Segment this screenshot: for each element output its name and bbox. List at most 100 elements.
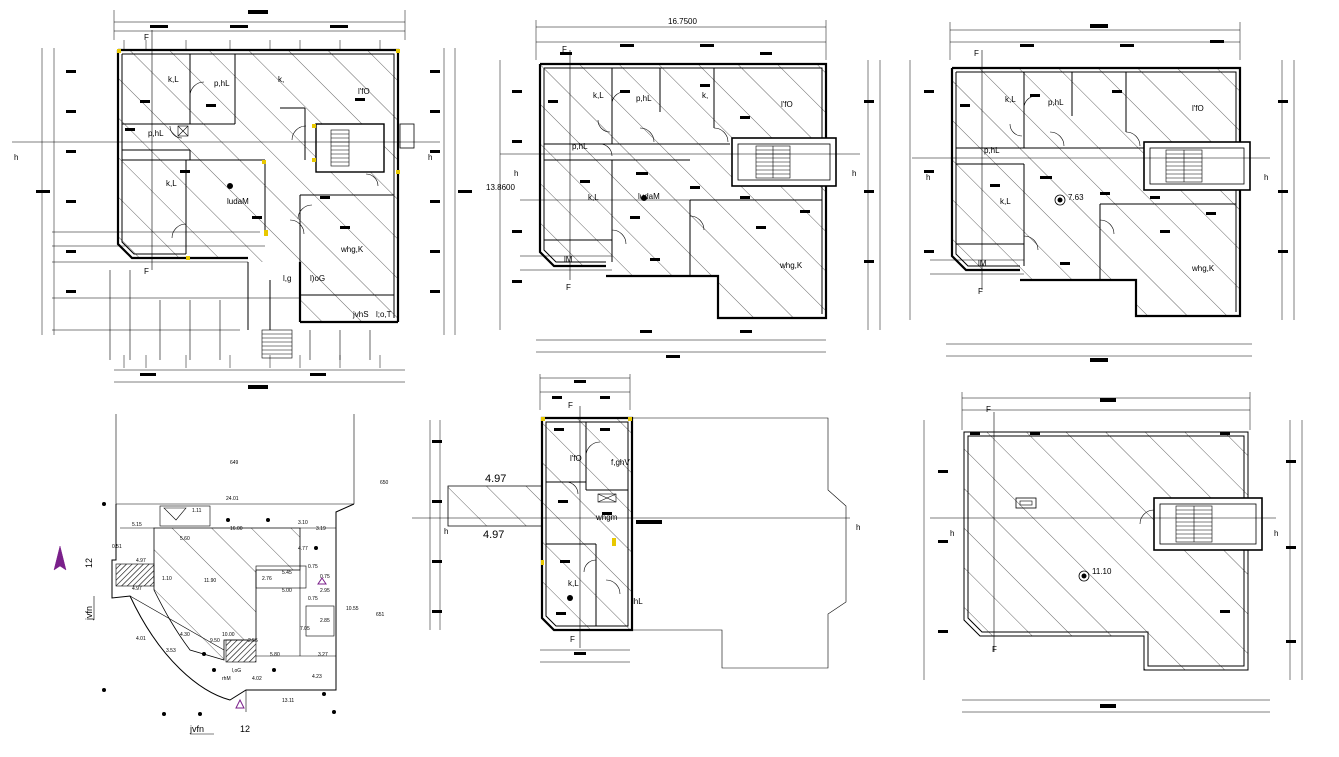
site-dim: 4.01 — [136, 636, 146, 642]
section-marker: F — [974, 49, 979, 58]
site-dim: 0.51 — [112, 544, 122, 550]
room-label: k, — [278, 75, 284, 84]
site-dim: 9.50 — [210, 638, 220, 644]
section-marker: F — [562, 45, 567, 54]
site-dim: 4.02 — [252, 676, 262, 682]
roof-plan: 11.10 F F h h — [923, 392, 1303, 713]
section-marker: h — [428, 153, 432, 162]
section-marker: F — [986, 405, 991, 414]
entrance-icon — [317, 577, 327, 585]
room-label: p,hL — [984, 146, 1000, 155]
section-marker: h — [856, 523, 860, 532]
section-marker: F — [570, 635, 575, 644]
site-dim: 0.75 — [320, 574, 330, 580]
plot-number: 650 — [380, 480, 389, 486]
section-marker: F — [568, 401, 573, 410]
site-dim: 2.85 — [320, 618, 330, 624]
room-label: l;o,T — [376, 310, 392, 319]
site-dim: 2.55 — [248, 638, 258, 644]
site-dim: 4.30 — [180, 632, 190, 638]
road-label: jvfn — [189, 724, 204, 734]
room-label: lM — [564, 255, 573, 264]
site-dim: 10.00 — [222, 632, 235, 638]
room-label: l,oG — [232, 668, 241, 674]
section-marker: h — [950, 529, 954, 538]
section-marker: h — [852, 169, 856, 178]
site-dim: 5.80 — [270, 652, 280, 658]
section-marker: F — [144, 267, 149, 276]
site-dim: 3.19 — [316, 526, 326, 532]
site-dim: 4.97 — [132, 586, 142, 592]
site-dim: 10.55 — [346, 606, 359, 612]
section-marker: F — [992, 645, 997, 654]
first-floor-plan: 16.7500 13.8600 — [486, 17, 881, 358]
floor-level: 7.63 — [1068, 193, 1084, 202]
room-label: p,hL — [148, 129, 164, 138]
section-marker: h — [444, 527, 448, 536]
room-label: ludaM — [638, 192, 660, 201]
plot-number: 651 — [376, 612, 385, 618]
room-label: ludaM — [227, 197, 249, 206]
room-label: rhM — [222, 676, 231, 682]
site-dim: 3.10 — [298, 520, 308, 526]
road-width: 12 — [240, 724, 250, 734]
overall-width: 16.7500 — [668, 17, 697, 26]
room-label: whgm — [595, 513, 618, 522]
section-marker: h — [14, 153, 18, 162]
plot-number: 649 — [230, 460, 239, 466]
room-label: p,hL — [1048, 98, 1064, 107]
section-marker: F — [144, 33, 149, 42]
site-dim: 0.75 — [308, 564, 318, 570]
site-dim: 5.45 — [282, 570, 292, 576]
extension-dim: 4.97 — [485, 473, 506, 485]
roof-level: 11.10 — [1092, 567, 1112, 576]
site-dim: 0.75 — [308, 596, 318, 602]
room-label: l'fO — [781, 100, 793, 109]
room-label: jvhS — [352, 310, 369, 319]
room-label: k,L — [1005, 95, 1016, 104]
room-label: l)oG — [310, 274, 325, 283]
site-dim: 4.97 — [136, 558, 146, 564]
road-width: 12 — [84, 558, 94, 568]
site-dim: 16.00 — [230, 526, 243, 532]
room-label: whg,K — [1191, 264, 1215, 273]
site-dim: 2.76 — [262, 576, 272, 582]
section-marker: h — [1264, 173, 1268, 182]
section-marker: h — [514, 169, 518, 178]
site-dim: 2.95 — [320, 588, 330, 594]
room-label: whg,K — [779, 261, 803, 270]
room-label: p,hL — [214, 79, 230, 88]
room-label: k,L — [1000, 197, 1011, 206]
site-dim: 3.27 — [318, 652, 328, 658]
room-label: k,L — [568, 579, 579, 588]
room-label: k,L — [593, 91, 604, 100]
site-dimensions: 24.01 5.15 1.11 16.00 3.10 3.19 5.60 4.9… — [112, 496, 359, 704]
north-arrow-icon — [53, 545, 67, 571]
site-dim: 13.11 — [282, 698, 294, 704]
overall-height: 13.8600 — [486, 183, 515, 192]
room-label: k, — [702, 91, 708, 100]
site-dim: 4.23 — [312, 674, 322, 680]
site-dim: 5.60 — [180, 536, 190, 542]
stair-level-plan: 4.97 4.97 l'fO f,ghV whgm k,L lhL F F h … — [412, 374, 860, 669]
site-dim: 3.53 — [166, 648, 176, 654]
site-dim: 1.10 — [162, 576, 172, 582]
room-label: k,L — [168, 75, 179, 84]
section-marker: h — [926, 173, 930, 182]
room-label: lM — [978, 259, 987, 268]
section-marker: F — [566, 283, 571, 292]
entrance-icon — [235, 698, 245, 709]
section-marker: h — [1274, 529, 1278, 538]
extension-dim: 4.97 — [483, 529, 504, 541]
site-dim: 7.05 — [300, 626, 310, 632]
room-label: k,L — [166, 179, 177, 188]
site-dim: 5.00 — [282, 588, 292, 594]
second-floor-plan: 7.63 k,L p,hL l'fO p,hL k,L whg,K lM F F… — [909, 22, 1295, 362]
site-dim: 11.90 — [204, 578, 216, 584]
room-label: lhL — [632, 597, 643, 606]
room-label: l'fO — [358, 87, 370, 96]
site-dim: 4.77 — [298, 546, 308, 552]
room-label: p,hL — [572, 142, 588, 151]
room-label: whg,K — [340, 245, 364, 254]
